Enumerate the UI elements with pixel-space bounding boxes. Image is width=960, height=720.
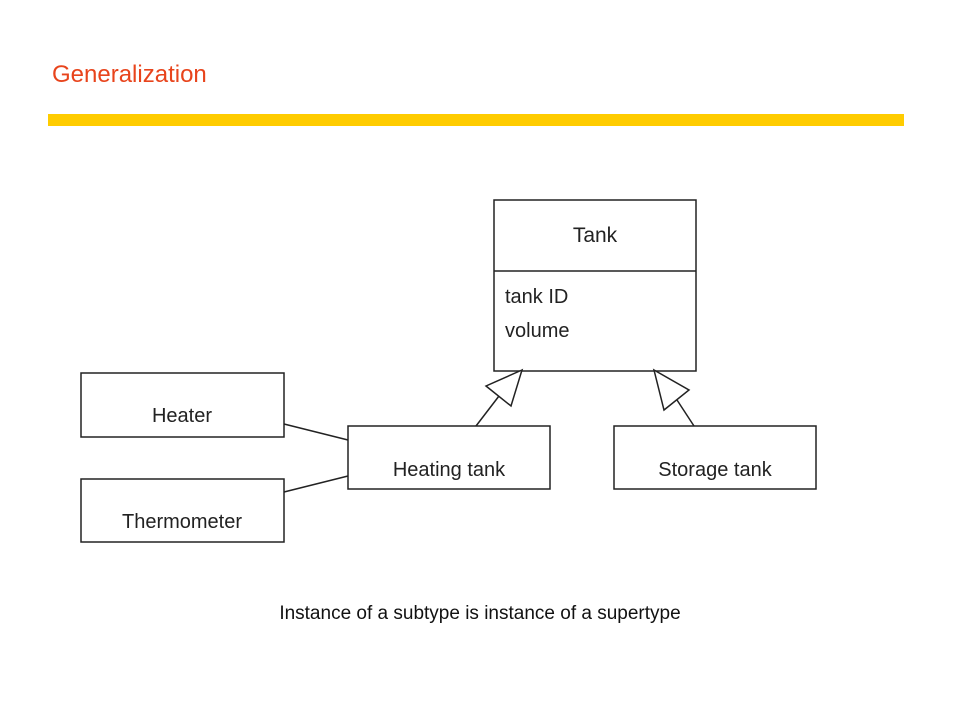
class-tank-attribute: tank ID (505, 286, 568, 308)
association-thermometer-heating-tank (283, 475, 349, 493)
class-tank-box (493, 199, 697, 372)
generalization-line (475, 395, 500, 427)
association-heater-heating-tank (283, 423, 349, 441)
class-thermometer-box (80, 478, 285, 543)
class-thermometer-name: Thermometer (122, 511, 242, 533)
hollow-triangle-arrowhead (484, 368, 524, 408)
class-storage-tank: Storage tank (613, 425, 817, 490)
class-heating-tank-box (347, 425, 551, 490)
slide-title: Generalization (52, 61, 207, 88)
caption: Instance of a subtype is instance of a s… (279, 603, 681, 624)
hollow-triangle-arrowhead (652, 368, 691, 412)
class-tank-attribute: volume (505, 320, 569, 342)
class-storage-tank-name: Storage tank (658, 459, 772, 481)
generalization-line (676, 399, 695, 427)
generalization-storage-tank (652, 368, 695, 427)
class-heater-name: Heater (152, 405, 212, 427)
title-rule (48, 114, 904, 126)
class-heating-tank: Heating tank (347, 425, 551, 490)
class-tank-name: Tank (573, 224, 618, 247)
class-tank: Tank tank ID volume (493, 199, 697, 372)
generalization-heating-tank (475, 368, 524, 427)
class-heater: Heater (80, 372, 285, 438)
class-storage-tank-box (613, 425, 817, 490)
class-thermometer: Thermometer (80, 478, 285, 543)
class-heating-tank-name: Heating tank (393, 459, 506, 481)
class-heater-box (80, 372, 285, 438)
